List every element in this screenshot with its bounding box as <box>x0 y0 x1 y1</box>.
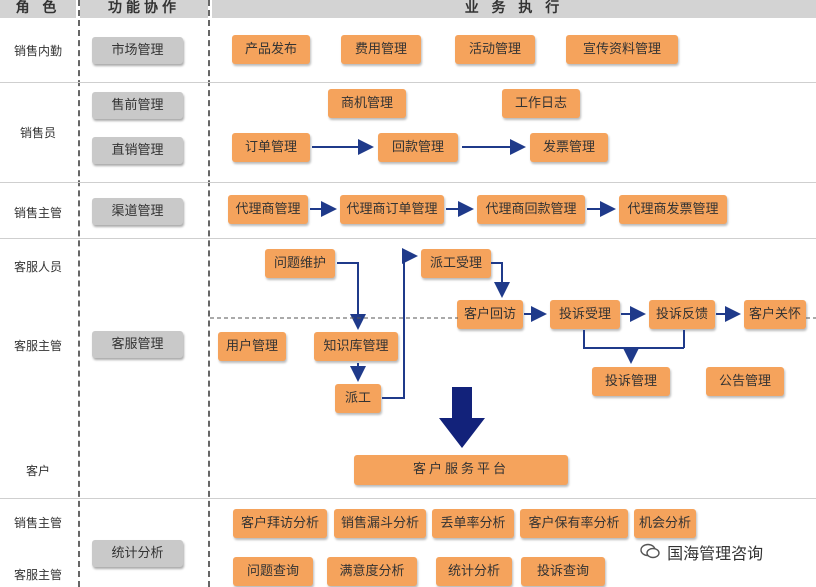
task-box: 满意度分析 <box>327 557 417 586</box>
watermark-text: 国海管理咨询 <box>667 544 764 563</box>
row-divider <box>0 498 816 499</box>
function-box: 市场管理 <box>92 37 183 64</box>
flow-arrow <box>491 262 510 298</box>
function-box: 售前管理 <box>92 92 183 119</box>
task-box: 代理商订单管理 <box>340 195 444 224</box>
task-box: 统计分析 <box>436 557 512 586</box>
task-box: 公告管理 <box>706 367 784 396</box>
task-box: 丢单率分析 <box>432 509 514 538</box>
function-box: 渠道管理 <box>92 198 183 225</box>
task-box: 投诉反馈 <box>649 300 715 329</box>
task-box: 代理商回款管理 <box>477 195 585 224</box>
flow-arrow <box>583 330 639 364</box>
task-box: 宣传资料管理 <box>566 35 678 64</box>
row-divider <box>0 82 816 83</box>
task-box: 派工受理 <box>421 249 491 278</box>
row-divider <box>0 238 816 239</box>
column-divider <box>78 0 80 587</box>
watermark: 国海管理咨询 <box>640 540 763 564</box>
flow-arrow <box>382 248 418 399</box>
task-box: 问题查询 <box>233 557 313 586</box>
task-box: 客户回访 <box>457 300 523 329</box>
task-box: 客户关怀 <box>744 300 806 329</box>
task-box: 订单管理 <box>232 133 310 162</box>
role-label: 销售内勤 <box>13 44 62 58</box>
function-box: 客服管理 <box>92 331 183 358</box>
task-box: 商机管理 <box>328 89 406 118</box>
task-box: 知识库管理 <box>314 332 398 361</box>
task-box: 客户拜访分析 <box>233 509 327 538</box>
task-box: 发票管理 <box>530 133 608 162</box>
service-platform-box: 客户服务平台 <box>354 455 568 485</box>
wechat-icon <box>640 543 662 563</box>
role-label: 销售员 <box>19 126 56 140</box>
task-box: 销售漏斗分析 <box>334 509 426 538</box>
role-label: 销售主管 <box>13 206 62 220</box>
task-box: 用户管理 <box>218 332 286 361</box>
task-box: 投诉查询 <box>521 557 605 586</box>
task-box: 产品发布 <box>232 35 310 64</box>
role-label: 客服主管 <box>13 339 62 353</box>
task-box: 代理商管理 <box>228 195 308 224</box>
task-box: 机会分析 <box>634 509 696 538</box>
header-business: 业 务 执 行 <box>212 0 816 18</box>
header-role: 角 色 <box>0 0 76 18</box>
row-divider <box>0 182 816 183</box>
task-box: 工作日志 <box>502 89 580 118</box>
task-box: 投诉受理 <box>550 300 620 329</box>
task-box: 派工 <box>335 384 381 413</box>
task-box: 代理商发票管理 <box>619 195 727 224</box>
task-box: 客户保有率分析 <box>520 509 628 538</box>
role-label: 客户 <box>25 464 50 478</box>
role-label: 客服人员 <box>13 260 62 274</box>
task-box: 问题维护 <box>265 249 335 278</box>
function-box: 直销管理 <box>92 137 183 164</box>
task-box: 费用管理 <box>341 35 421 64</box>
task-box: 活动管理 <box>455 35 535 64</box>
flow-arrow <box>337 262 366 330</box>
header-function: 功能协作 <box>80 0 208 18</box>
task-box: 回款管理 <box>378 133 458 162</box>
role-label: 销售主管 <box>13 516 62 530</box>
role-label: 客服主管 <box>13 568 62 582</box>
column-divider <box>208 0 210 587</box>
big-down-arrow <box>439 387 485 448</box>
function-box: 统计分析 <box>92 540 183 567</box>
task-box: 投诉管理 <box>592 367 670 396</box>
